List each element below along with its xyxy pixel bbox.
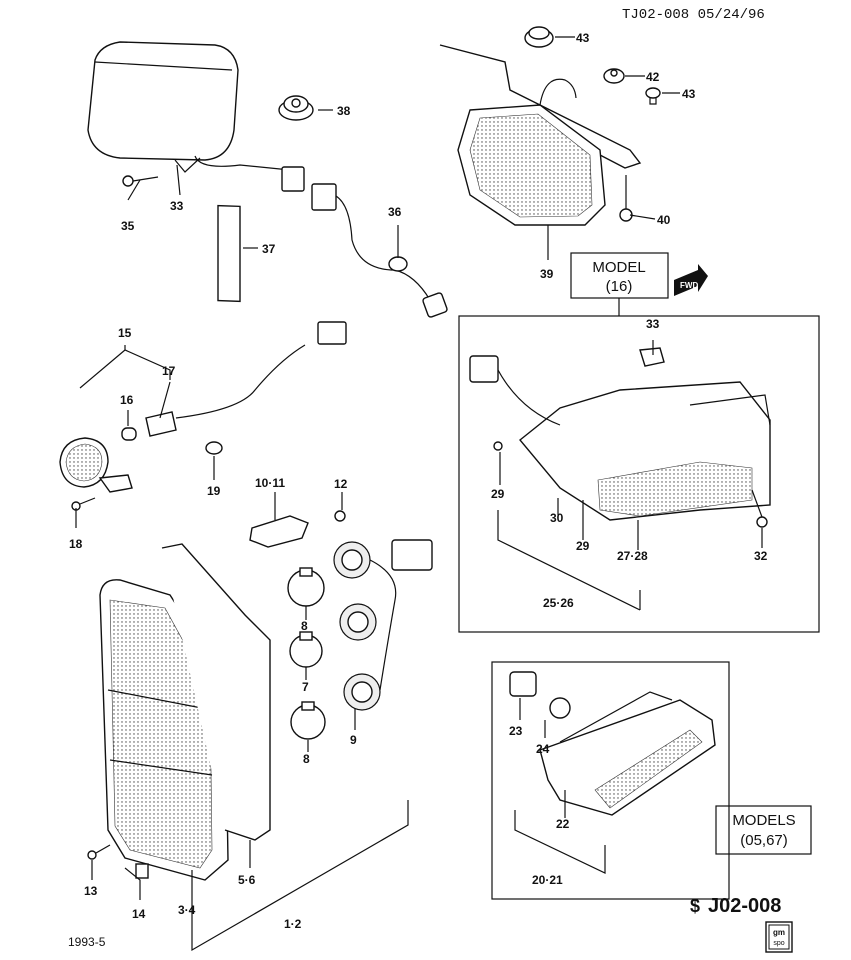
screw-35	[122, 175, 159, 187]
callout-labels: 43 42 43 38 33 35 36 37 39 40 15 17 16 1…	[69, 31, 768, 931]
svg-text:13: 13	[84, 884, 98, 898]
svg-text:14: 14	[132, 907, 146, 921]
svg-text:24: 24	[536, 742, 550, 756]
svg-text:9: 9	[350, 733, 357, 747]
leader-lines	[75, 36, 763, 952]
bulbs-and-sockets	[287, 539, 433, 740]
screw-40	[619, 175, 633, 222]
svg-text:25·26: 25·26	[543, 596, 574, 610]
svg-text:1·2: 1·2	[284, 917, 302, 931]
svg-text:10·11: 10·11	[255, 476, 285, 490]
svg-text:43: 43	[682, 87, 696, 101]
tape-37	[217, 204, 241, 303]
grommet-38	[278, 95, 314, 121]
svg-text:12: 12	[334, 477, 348, 491]
svg-text:15: 15	[118, 326, 132, 340]
model-box-title: MODEL	[592, 259, 645, 276]
svg-text:gm: gm	[773, 928, 785, 937]
svg-text:39: 39	[540, 267, 554, 281]
svg-text:29: 29	[491, 487, 505, 501]
gm-spo-logo-icon: gm spo	[765, 921, 793, 953]
svg-text:20·21: 20·21	[532, 873, 563, 887]
svg-text:43: 43	[576, 31, 590, 45]
svg-text:FWD: FWD	[680, 281, 698, 290]
svg-text:3·4: 3·4	[178, 903, 196, 917]
section-code: $ J02-008	[690, 895, 781, 917]
svg-text:7: 7	[302, 680, 309, 694]
svg-text:$: $	[690, 896, 700, 916]
models-05-67-detail	[491, 661, 730, 900]
svg-text:27·28: 27·28	[617, 549, 648, 563]
svg-text:42: 42	[646, 70, 660, 84]
svg-text:33: 33	[646, 317, 660, 331]
clip-43	[645, 87, 661, 105]
svg-text:33: 33	[170, 199, 184, 213]
high-mount-lamp	[87, 41, 448, 318]
svg-text:35: 35	[121, 219, 135, 233]
svg-text:36: 36	[388, 205, 402, 219]
model-16-detail	[458, 315, 820, 633]
document-reference: TJ02-008 05/24/96	[622, 7, 765, 23]
svg-text:40: 40	[657, 213, 671, 227]
svg-text:23: 23	[509, 724, 523, 738]
svg-text:J02-008: J02-008	[708, 895, 781, 917]
svg-text:18: 18	[69, 537, 83, 551]
svg-text:38: 38	[337, 104, 351, 118]
side-marker-lamp-15	[59, 321, 347, 511]
svg-text:19: 19	[207, 484, 221, 498]
svg-text:32: 32	[754, 549, 768, 563]
svg-text:spo: spo	[773, 940, 784, 947]
models-box-value: (05,67)	[740, 832, 788, 849]
svg-text:30: 30	[550, 511, 564, 525]
grommet-41	[524, 26, 554, 48]
tail-lamp-lens	[87, 543, 271, 881]
svg-text:8: 8	[303, 752, 310, 766]
models-box-title: MODELS	[732, 812, 795, 829]
model-box-value: (16)	[606, 278, 633, 295]
svg-text:5·6: 5·6	[238, 873, 256, 887]
year-range: 1993-5	[68, 935, 106, 949]
svg-text:16: 16	[120, 393, 134, 407]
forward-arrow-icon: FWD	[674, 264, 708, 296]
nut-42	[603, 68, 625, 84]
bracket-10-11	[249, 510, 346, 548]
svg-text:8: 8	[301, 619, 308, 633]
svg-text:37: 37	[262, 242, 276, 256]
svg-text:22: 22	[556, 817, 570, 831]
svg-text:29: 29	[576, 539, 590, 553]
svg-text:17: 17	[162, 364, 176, 378]
housing-39	[439, 44, 642, 226]
